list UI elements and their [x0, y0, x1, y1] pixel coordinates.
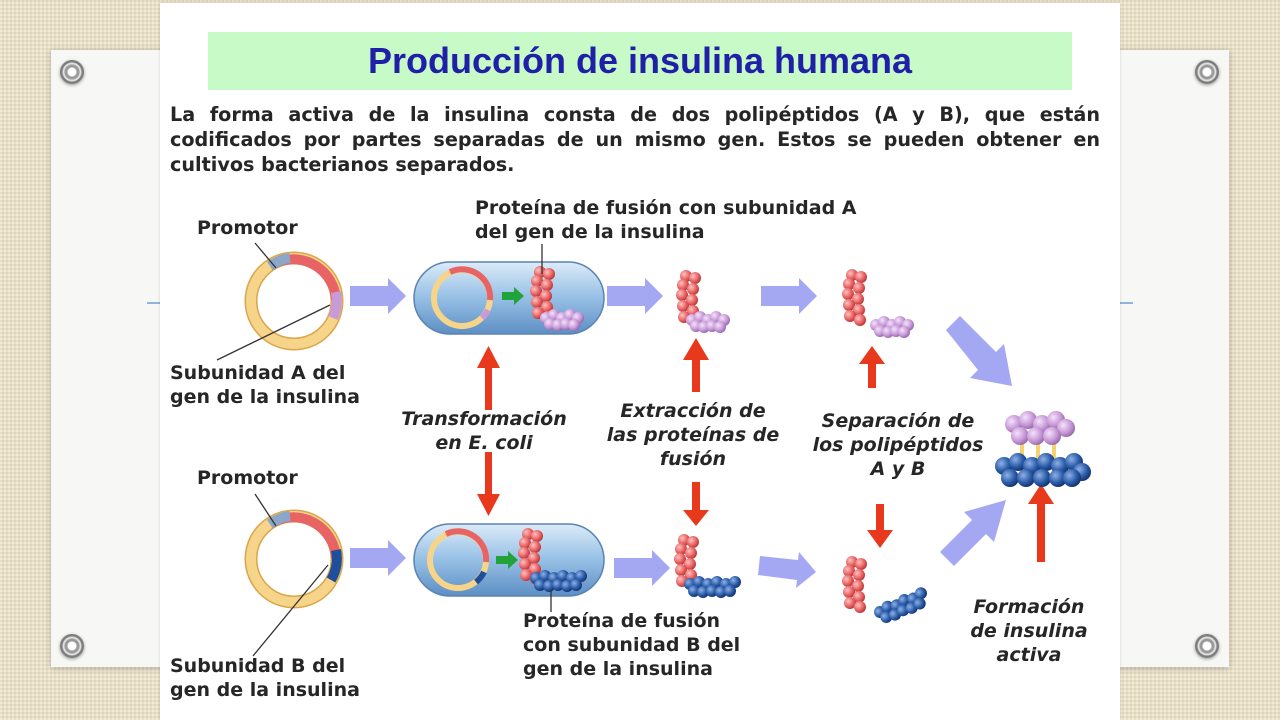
red-arrow-formation	[1028, 484, 1054, 562]
card-divider-left	[147, 302, 161, 304]
subunit-a-pointer	[216, 304, 331, 361]
fusion-protein-a	[676, 270, 730, 333]
fusion-protein-b	[674, 534, 741, 598]
label-fusion-a: Proteína de fusión con subunidad A del g…	[475, 197, 857, 243]
label-subunit-b-gene: Subunidad B del gen de la insulina	[170, 655, 360, 701]
flow-arrow-4	[350, 540, 406, 576]
flow-arrow-1	[350, 278, 406, 314]
label-transformation: Transformación en E. coli	[401, 408, 567, 454]
red-arrow-extract-up	[683, 338, 709, 392]
card-divider-right	[1119, 302, 1133, 304]
promotor-top-pointer	[254, 242, 277, 269]
label-promotor-top: Promotor	[197, 217, 298, 239]
flow-arrow-6	[758, 552, 816, 588]
label-extraction: Extracción de las proteínas de fusión	[606, 400, 780, 470]
title-bar: Producción de insulina humana	[208, 32, 1072, 90]
label-subunit-a-gene: Subunidad A del gen de la insulina	[170, 362, 360, 408]
label-fusion-b: Proteína de fusión con subunidad B del g…	[523, 610, 741, 680]
promotor-bottom-pointer	[254, 493, 277, 527]
red-arrow-extract-down	[683, 482, 709, 526]
red-arrow-separate-down	[867, 504, 893, 548]
intro-paragraph: La forma activa de la insulina consta de…	[170, 103, 1100, 176]
red-arrow-separate-up	[859, 346, 885, 388]
flow-arrow-combine-bottom	[940, 500, 1006, 566]
subunit-b-pointer	[252, 564, 329, 657]
label-promotor-bottom: Promotor	[197, 467, 298, 489]
flow-arrow-combine-top	[946, 316, 1012, 386]
ecoli-cell-b	[413, 523, 605, 597]
ecoli-cell-a	[413, 261, 605, 335]
pin-bottom-left-icon	[60, 634, 84, 658]
green-arrow-a	[502, 287, 524, 305]
label-separation: Separación de los polipéptidos A y B	[812, 410, 984, 480]
red-arrow-transform-down	[477, 452, 500, 516]
red-arrow-transform-up	[477, 346, 500, 410]
flow-arrow-2	[607, 278, 663, 314]
label-formation: Formación de insulina activa	[970, 596, 1088, 666]
flow-arrow-5	[614, 550, 670, 586]
slide-title: Producción de insulina humana	[367, 40, 913, 81]
plasmid-b	[244, 509, 344, 609]
pin-bottom-right-icon	[1195, 634, 1219, 658]
green-arrow-b	[496, 551, 518, 569]
flow-arrow-3	[761, 278, 817, 314]
separated-b-chains	[842, 556, 933, 628]
pin-top-left-icon	[60, 60, 84, 84]
separated-a-chains	[842, 269, 914, 338]
active-insulin	[995, 411, 1091, 487]
pin-top-right-icon	[1195, 60, 1219, 84]
plasmid-a	[244, 251, 344, 351]
